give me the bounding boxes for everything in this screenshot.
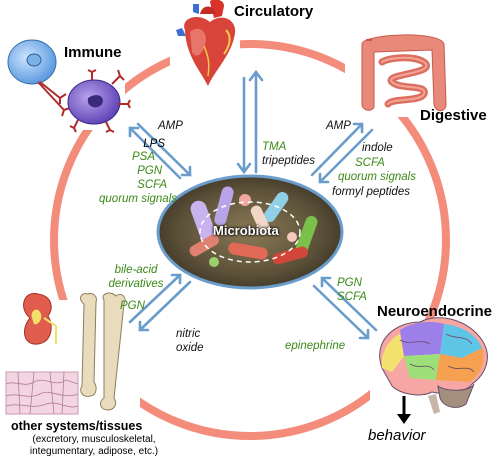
- kidney-image: [23, 292, 57, 345]
- immune-cells-image: [7, 39, 131, 133]
- signal-neuro-epinephrine: epinephrine: [285, 340, 346, 352]
- label-microbiota: Microbiota: [213, 223, 279, 238]
- arrow-to-digestive: [310, 122, 364, 177]
- signal-dig-quorum: quorum signals: [338, 171, 416, 183]
- signal-immune-psa: PSA: [131, 151, 155, 163]
- arrow-to-other: [138, 280, 192, 332]
- signal-dig-scfa: SCFA: [355, 157, 385, 169]
- signal-other-derivatives: derivatives: [108, 278, 164, 290]
- signal-neuro-scfa: SCFA: [337, 291, 367, 303]
- label-other-systems: other systems/tissues: [11, 419, 143, 433]
- signal-immune-amp: AMP: [158, 120, 183, 132]
- label-other-detail-1: (excretory, musculoskeletal,: [32, 434, 156, 445]
- label-circulatory: Circulatory: [234, 3, 314, 20]
- signal-circ-tripeptides: tripeptides: [262, 155, 316, 167]
- arrow-head-circ-out: [248, 69, 264, 82]
- signal-immune-lps: LPS: [143, 138, 165, 150]
- arrow-head-neuro-out: [358, 328, 370, 340]
- arrow-head-other-in: [170, 273, 182, 285]
- arrow-to-neuro: [312, 284, 370, 340]
- signal-other-pgn: PGN: [120, 300, 145, 312]
- arrow-head-neuro-in: [320, 276, 332, 288]
- label-other-detail-2: integumentary, adipose, etc.): [29, 446, 159, 457]
- behavior-arrow: [397, 396, 411, 424]
- arrow-head-immune-in: [180, 165, 192, 177]
- label-immune: Immune: [64, 44, 122, 61]
- heart-image: [176, 0, 236, 86]
- signal-circ-tma: TMA: [262, 141, 287, 153]
- arrow-to-immune-head: [128, 126, 140, 138]
- intestine-image: [361, 34, 447, 112]
- arrow-to-microbiota-from-other: [128, 273, 182, 324]
- signal-arrows: [128, 69, 378, 340]
- label-neuroendocrine: Neuroendocrine: [377, 303, 493, 320]
- signal-other-nitric: nitric: [176, 328, 201, 340]
- arrow-head-circ-in: [236, 162, 252, 175]
- signal-dig-indole: indole: [362, 142, 393, 154]
- signal-immune-quorum: quorum signals: [99, 193, 177, 205]
- signal-other-bileacid: bile-acid: [114, 264, 158, 276]
- brain-image: [379, 317, 488, 414]
- adipose-tissue-image: [5, 371, 79, 415]
- signal-other-oxide: oxide: [176, 342, 204, 354]
- signal-dig-amp: AMP: [326, 120, 351, 132]
- label-digestive: Digestive: [420, 107, 487, 124]
- signal-dig-formyl: formyl peptides: [332, 186, 410, 198]
- bones-image: [80, 292, 126, 411]
- arrow-head-dig-out: [352, 122, 364, 134]
- arrow-to-microbiota-from-digestive: [318, 128, 374, 184]
- signal-immune-pgn: PGN: [137, 165, 162, 177]
- arrow-to-microbiota-from-neuro: [320, 276, 378, 332]
- arrow-to-microbiota-from-immune: [136, 122, 192, 177]
- arrow-to-immune: [128, 126, 182, 180]
- signal-neuro-pgn: PGN: [337, 277, 362, 289]
- signal-immune-scfa: SCFA: [137, 179, 167, 191]
- system-ring: [50, 40, 450, 440]
- label-behavior: behavior: [368, 427, 426, 444]
- arrow-head-dig-in: [318, 172, 330, 184]
- arrow-head-other-out: [138, 320, 150, 332]
- microbiota-image: [156, 174, 344, 290]
